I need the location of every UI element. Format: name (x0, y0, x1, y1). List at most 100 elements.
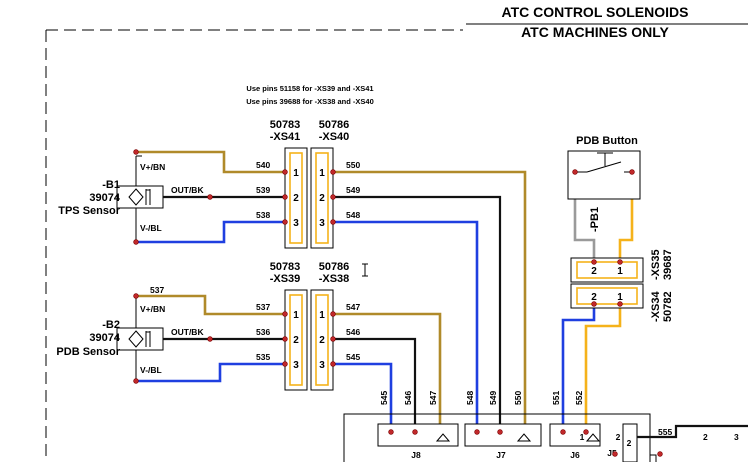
xs40-cavity (315, 152, 329, 244)
j5-ground (650, 454, 657, 462)
wire-label-549: 549 (346, 185, 360, 195)
xs39-pin2: 2 (293, 335, 299, 346)
node (617, 301, 623, 307)
wire-552 (584, 304, 622, 432)
pdb-sensor-symbol (128, 330, 151, 348)
node (617, 259, 623, 265)
pdb-button-switch (575, 152, 632, 173)
wire-label-537: 537 (256, 302, 270, 312)
xs41-pin1: 1 (293, 168, 299, 179)
wire-545 (330, 362, 393, 432)
xs35-part: 39687 (662, 249, 674, 280)
xs39-pin1: 1 (293, 310, 299, 321)
title-line2: ATC MACHINES ONLY (521, 24, 669, 40)
junction-nodes (133, 149, 663, 457)
pdb-sensor-body (116, 327, 164, 351)
tps-sensor-ref: -B1 (102, 179, 120, 191)
node (282, 361, 288, 367)
pdb-vminus-label: V-/BL (140, 365, 162, 375)
vlabel-551: 551 (551, 391, 561, 405)
wire-538 (136, 220, 296, 244)
j5-pin2: 2 (616, 432, 621, 442)
wire-537 (136, 294, 296, 316)
xs38-cavity (315, 294, 329, 386)
j7-pin-marker (516, 433, 532, 442)
xs35-cavity (576, 261, 638, 279)
xs35-name: -XS35 (650, 249, 662, 280)
node (330, 361, 336, 367)
pdb-sensor-name: PDB Sensor (56, 346, 120, 358)
j8-label: J8 (411, 450, 421, 460)
pin-note-line2: Use pins 39688 for -XS38 and -XS40 (246, 97, 374, 106)
xs41-part: 50783 (270, 119, 301, 131)
node (412, 429, 418, 435)
xs38-pin2: 2 (319, 335, 325, 346)
node (330, 311, 336, 317)
node (497, 429, 503, 435)
node (388, 429, 394, 435)
xs40-part: 50786 (319, 119, 350, 131)
xs34-name: -XS34 (650, 291, 662, 322)
node (282, 219, 288, 225)
xs40-pin1: 1 (319, 168, 325, 179)
title-line1: ATC CONTROL SOLENOIDS (502, 4, 689, 20)
wire-546 (330, 337, 417, 432)
node (282, 311, 288, 317)
node (657, 451, 663, 457)
xs39-name: -XS39 (270, 273, 301, 285)
node (133, 149, 139, 155)
wire-540 (136, 150, 296, 174)
wire-label-547: 547 (346, 302, 360, 312)
xs39-pin3: 3 (293, 360, 299, 371)
vlabel-550: 550 (513, 391, 523, 405)
vlabel-547: 547 (428, 391, 438, 405)
wire-label-546: 546 (346, 327, 360, 337)
wire-label-537-top: 537 (150, 285, 164, 295)
node (591, 301, 597, 307)
xs40-pin3: 3 (319, 218, 325, 229)
pdb-vplus-label: V+/BN (140, 304, 165, 314)
node (133, 378, 139, 384)
xs41-cavity (289, 152, 303, 244)
xs34-pin1: 1 (617, 292, 623, 303)
j6-pin-marker (585, 433, 601, 442)
right-pin3: 3 (734, 432, 739, 442)
xs38-name: -XS38 (319, 273, 350, 285)
xs39-part: 50783 (270, 261, 301, 273)
wire-label-535: 535 (256, 352, 270, 362)
wire-pb-gray (573, 172, 596, 262)
j7-header (464, 423, 542, 447)
xs34-pin2: 2 (591, 292, 597, 303)
xs41-pin3: 3 (293, 218, 299, 229)
wire-label-550: 550 (346, 160, 360, 170)
node (612, 451, 618, 457)
vlabel-549: 549 (488, 391, 498, 405)
node (583, 429, 589, 435)
tps-vminus-label: V-/BL (140, 223, 162, 233)
node (591, 259, 597, 265)
node (207, 336, 213, 342)
j5-label: J5 (607, 448, 617, 458)
node (133, 293, 139, 299)
j6-pin1: 1 (580, 432, 585, 442)
xs35-pin2: 2 (591, 266, 597, 277)
wire-555 (637, 424, 748, 439)
wire-pb-yellow (618, 172, 634, 262)
wire-548 (330, 220, 479, 432)
xs34-part: 50782 (662, 291, 674, 322)
xs38-part: 50786 (319, 261, 350, 273)
vlabel-552: 552 (574, 391, 584, 405)
xs40-name: -XS40 (319, 131, 350, 143)
vlabel-548: 548 (465, 391, 475, 405)
tps-sensor-name: TPS Sensor (58, 205, 120, 217)
wire-label-538: 538 (256, 210, 270, 220)
xs40-pin2: 2 (319, 193, 325, 204)
node (330, 219, 336, 225)
pin-note-line1: Use pins 51158 for -XS39 and -XS41 (246, 84, 373, 93)
j5-header (622, 423, 638, 462)
xs38-pin1: 1 (319, 310, 325, 321)
wire-label-540: 540 (256, 160, 270, 170)
pdb-button-ref: -PB1 (589, 207, 601, 232)
node (474, 429, 480, 435)
